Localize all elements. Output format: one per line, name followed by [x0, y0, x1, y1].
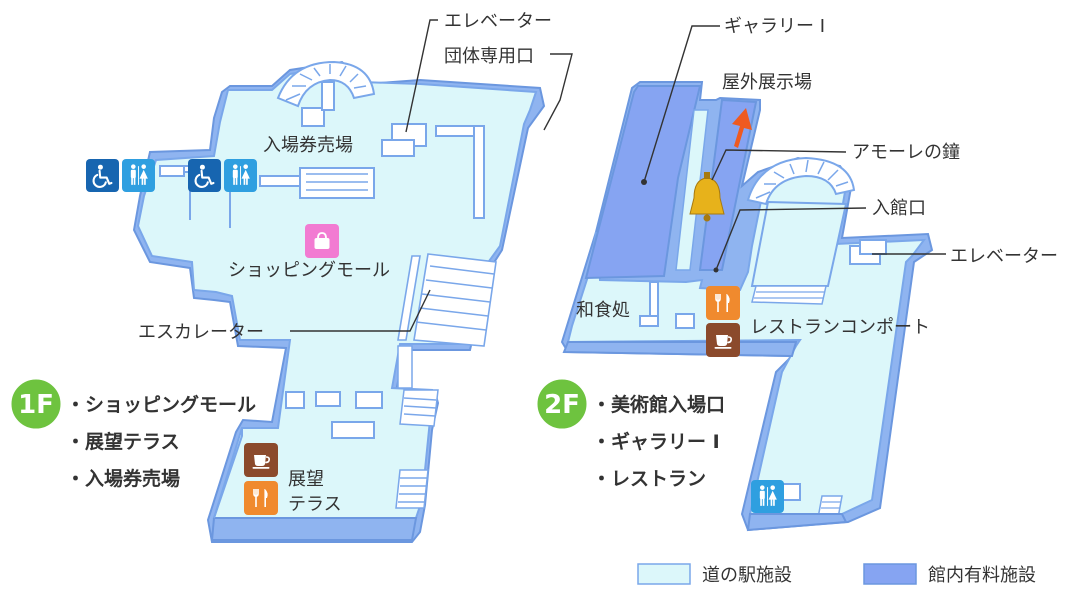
label-bell: アモーレの鐘 — [852, 142, 960, 163]
restroom-icon — [122, 159, 155, 192]
floor1-spiral-stair — [276, 60, 376, 127]
label-restaurant: レストランコンポート — [750, 317, 930, 338]
shopping-bag-icon — [305, 224, 339, 258]
floor1-plan — [132, 60, 546, 543]
floor2-badge: 2F — [534, 376, 590, 432]
legend-label: 道の駅施設 — [702, 565, 792, 586]
floor2-feature: ・レストラン — [592, 468, 706, 490]
label-elevator-2f: エレベーター — [950, 246, 1058, 267]
legend-label: 館内有料施設 — [928, 565, 1036, 586]
floor1-feature: ・展望テラス — [66, 430, 180, 453]
legend-swatch-paid — [863, 563, 917, 585]
floor2-icons — [689, 108, 784, 513]
floor2-badge-text: 2F — [544, 390, 580, 420]
floor2-spiral-stair — [746, 156, 856, 305]
floor2-features: ・美術館入場口 ・ギャラリー I ・レストラン — [592, 393, 725, 490]
legend-swatch-road-station — [637, 563, 691, 585]
restaurant-icon — [244, 481, 278, 515]
label-elevator-1f: エレベーター — [444, 11, 552, 32]
floor1-feature: ・入場券売場 — [66, 467, 180, 490]
cafe-icon — [244, 443, 278, 477]
floor1-leader-lines — [290, 19, 573, 332]
label-outdoor-exhibit: 屋外展示場 — [722, 72, 812, 93]
floor2-plan — [560, 81, 934, 532]
arrow-icon — [732, 108, 752, 148]
cafe-icon — [706, 323, 740, 357]
wheelchair-icon — [86, 159, 119, 192]
label-terrace-line2: テラス — [288, 494, 342, 515]
label-group-entrance: 団体専用口 — [444, 46, 534, 67]
floor1-escalator — [397, 253, 497, 347]
label-entrance: 入館口 — [872, 198, 926, 219]
floor1-features: ・ショッピングモール ・展望テラス ・入場券売場 — [66, 393, 256, 490]
label-escalator: エスカレーター — [138, 322, 264, 343]
legend: 道の駅施設 館内有料施設 — [637, 563, 1036, 586]
restaurant-icon — [706, 286, 740, 320]
legend-item: 館内有料施設 — [863, 563, 1036, 586]
label-terrace-line1: 展望 — [288, 469, 324, 490]
floor1-badge-text: 1F — [18, 390, 54, 420]
floor1-terrace-steps — [395, 345, 439, 509]
floor2-feature: ・ギャラリー I — [592, 431, 720, 453]
restroom-icon — [751, 480, 784, 513]
label-japanese-restaurant: 和食処 — [576, 300, 630, 321]
label-ticket-counter: 入場券売場 — [263, 135, 353, 156]
floor1-feature: ・ショッピングモール — [66, 393, 256, 416]
floor1-badge: 1F — [8, 376, 64, 432]
label-shopping-mall: ショッピングモール — [228, 260, 390, 281]
floor2-leader-lines — [643, 25, 946, 271]
label-gallery: ギャラリー I — [724, 16, 825, 37]
restroom-icon — [224, 159, 257, 192]
floor1-labels: エレベーター 団体専用口 入場券売場 ショッピングモール エスカレーター 展望 … — [138, 11, 552, 515]
floor2-labels: ギャラリー I 屋外展示場 アモーレの鐘 入館口 エレベーター 和食処 レストラ… — [576, 16, 1058, 338]
floor2-feature: ・美術館入場口 — [592, 393, 725, 416]
floor1-icons — [86, 159, 339, 515]
legend-item: 道の駅施設 — [637, 563, 792, 586]
wheelchair-icon — [188, 159, 221, 192]
bell-icon — [689, 172, 725, 222]
